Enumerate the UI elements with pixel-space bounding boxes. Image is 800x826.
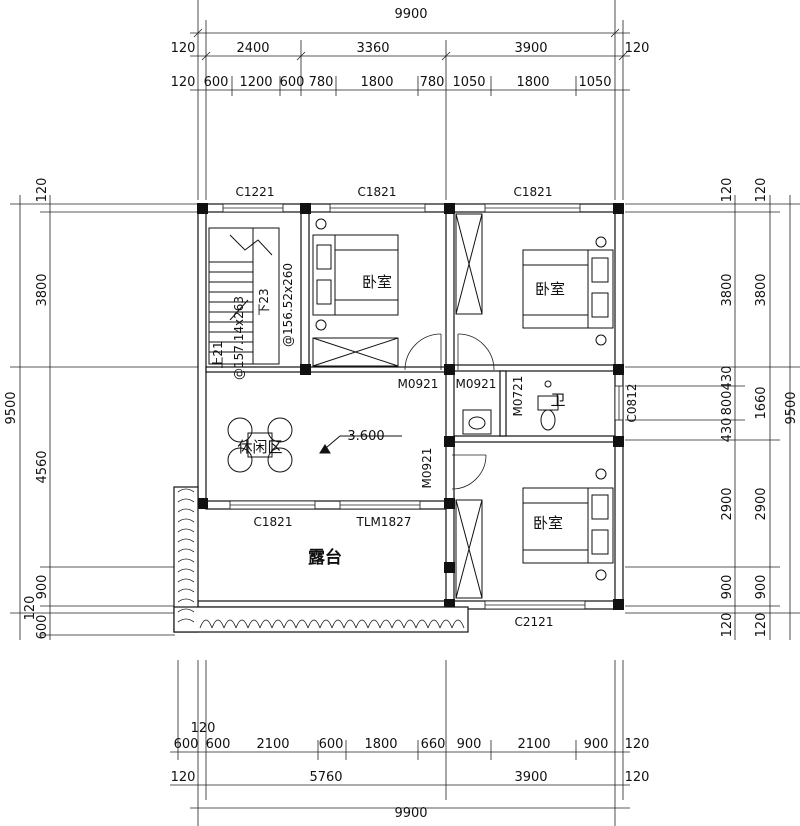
dim-top-total: 9900	[394, 7, 427, 22]
dim-bottom-r1-8: 900	[584, 737, 609, 752]
dim-bottom-r1-5: 660	[421, 737, 446, 752]
bedroom-1-furniture	[312, 218, 399, 367]
dim-top-r1-0: 120	[171, 41, 196, 56]
window-label-c0812: C0812	[625, 384, 639, 423]
floor-level-label: 3.600	[347, 429, 384, 444]
dim-left-3: 900	[35, 575, 50, 600]
window-label-c2121: C2121	[515, 615, 554, 629]
room-label-bedroom-1: 卧室	[362, 273, 392, 291]
door-label-m0921-a: M0921	[398, 377, 439, 391]
door-label-tlm1827: TLM1827	[356, 515, 412, 529]
dim-top-r2-5: 1800	[360, 75, 393, 90]
door-label-m0921-c: M0921	[420, 448, 434, 489]
top-dimensions: 9900 120 2400 3360 3900 120 120 600 1200…	[171, 7, 650, 90]
dim-bottom-total: 9900	[394, 806, 427, 821]
dim-bottom-extra: 120	[191, 721, 216, 736]
window-label-c1821-b: C1821	[514, 185, 553, 199]
dimension-lines	[10, 0, 800, 826]
dim-right-inner-7: 120	[720, 613, 735, 638]
dim-top-r2-1: 600	[204, 75, 229, 90]
structural-columns	[197, 203, 624, 610]
dim-right-inner-0: 120	[720, 178, 735, 203]
dim-top-r2-0: 120	[171, 75, 196, 90]
dim-left-4: 120	[23, 596, 38, 621]
dim-top-r1-3: 3900	[514, 41, 547, 56]
dim-bottom-r1-4: 1800	[364, 737, 397, 752]
dim-right-outer-2: 1660	[754, 386, 769, 419]
dim-right-outer-0: 120	[754, 178, 769, 203]
dim-bottom-r1-1: 600	[206, 737, 231, 752]
dim-bottom-r2-0: 120	[171, 770, 196, 785]
dim-bottom-r1-0: 600	[174, 737, 199, 752]
dim-right-inner-6: 900	[720, 575, 735, 600]
room-labels: 卧室 卧室 卧室 卫 休闲区 露台 3.600	[237, 273, 565, 568]
room-label-bedroom-2: 卧室	[535, 280, 565, 298]
dim-top-r2-4: 780	[309, 75, 334, 90]
bedroom-2-furniture	[455, 213, 614, 346]
dim-bottom-r1-7: 2100	[517, 737, 550, 752]
dim-top-r2-7: 1050	[452, 75, 485, 90]
room-label-lounge: 休闲区	[237, 438, 282, 456]
dim-left-2: 4560	[35, 450, 50, 483]
dim-right-total: 9500	[784, 391, 799, 424]
room-label-bedroom-3: 卧室	[533, 514, 563, 532]
bathroom-fixtures	[462, 380, 559, 435]
dim-bottom-r2-1: 5760	[309, 770, 342, 785]
dim-top-r1-4: 120	[625, 41, 650, 56]
dim-bottom-r2-3: 120	[625, 770, 650, 785]
room-label-terrace: 露台	[308, 547, 342, 568]
room-label-bath: 卫	[550, 391, 565, 409]
dim-bottom-r1-3: 600	[319, 737, 344, 752]
lounge-table	[227, 417, 402, 473]
dim-bottom-r1-9: 120	[625, 737, 650, 752]
dim-top-r2-2: 1200	[239, 75, 272, 90]
dim-left-total: 9500	[4, 391, 19, 424]
dim-left-0: 120	[35, 178, 50, 203]
stair-down-label: 下23	[257, 288, 271, 315]
dim-bottom-r1-2: 2100	[256, 737, 289, 752]
dim-right-inner-3: 800	[720, 391, 735, 416]
window-label-c1221: C1221	[236, 185, 275, 199]
dim-right-inner-5: 2900	[720, 487, 735, 520]
stair-rail-label-2: @156.52x260	[281, 263, 295, 347]
terrace-parapet	[173, 486, 469, 633]
door-swings	[404, 333, 495, 490]
dim-top-r1-1: 2400	[236, 41, 269, 56]
stair-rail-label-1: @157.14x263	[232, 296, 246, 380]
door-label-m0921-b: M0921	[456, 377, 497, 391]
bottom-dimensions: 120 600 600 2100 600 1800 660 900 2100 9…	[171, 721, 650, 821]
window-label-c1821-c: C1821	[254, 515, 293, 529]
right-dimensions: 120 3800 430 800 430 2900 900 120 120 38…	[720, 178, 799, 638]
dim-top-r1-2: 3360	[356, 41, 389, 56]
bedroom-3-furniture	[455, 468, 614, 599]
dim-right-inner-4: 430	[720, 418, 735, 443]
dim-top-r2-3: 600	[280, 75, 305, 90]
dim-right-outer-3: 2900	[754, 487, 769, 520]
dim-top-r2-8: 1800	[516, 75, 549, 90]
dim-right-outer-5: 120	[754, 613, 769, 638]
window-label-c1821-a: C1821	[358, 185, 397, 199]
dim-left-5: 600	[35, 615, 50, 640]
dim-right-outer-4: 900	[754, 575, 769, 600]
window-openings	[222, 203, 624, 610]
dim-right-outer-1: 3800	[754, 273, 769, 306]
dim-right-inner-2: 430	[720, 366, 735, 391]
dim-bottom-r2-2: 3900	[514, 770, 547, 785]
opening-labels: C1221 C1821 C1821 C1821 C2121 C0812 M092…	[211, 185, 639, 629]
left-dimensions: 9500 120 3800 4560 900 120 600	[4, 178, 50, 640]
stair-up-label: 上21	[211, 341, 225, 368]
dim-top-r2-6: 780	[420, 75, 445, 90]
dim-bottom-r1-6: 900	[457, 737, 482, 752]
door-label-m0721: M0721	[511, 376, 525, 417]
dim-top-r2-9: 1050	[578, 75, 611, 90]
dim-left-1: 3800	[35, 273, 50, 306]
dim-right-inner-1: 3800	[720, 273, 735, 306]
staircase	[208, 227, 280, 365]
